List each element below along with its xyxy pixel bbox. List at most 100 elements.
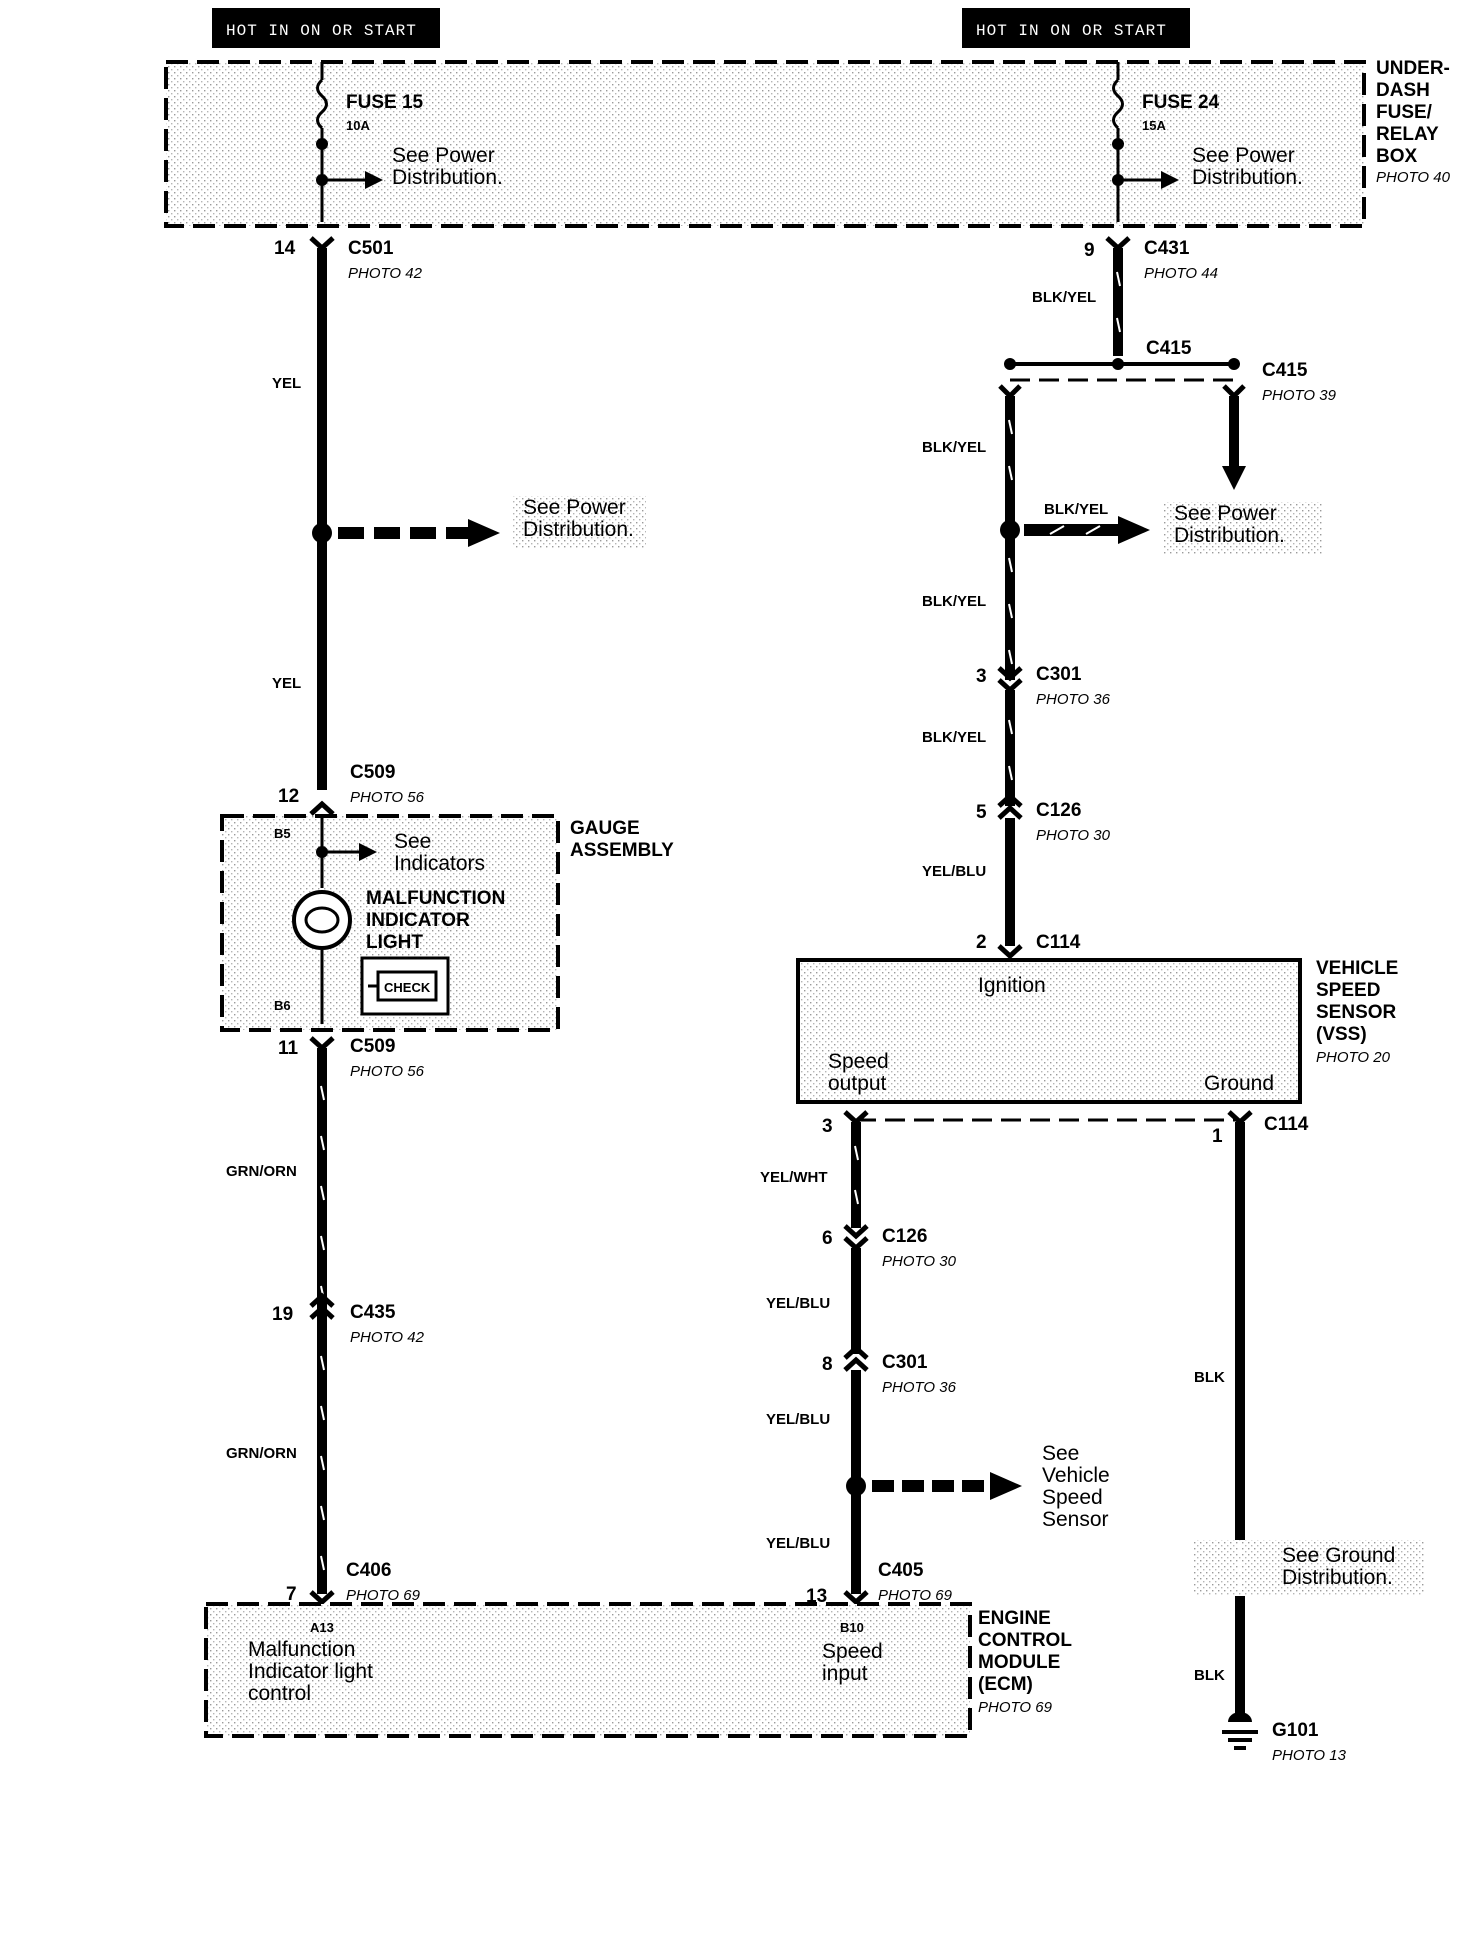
ecm-mil-2: Indicator light (248, 1660, 373, 1683)
right-see-power-2: Distribution. (1174, 524, 1285, 547)
c431-name: C431 (1144, 238, 1190, 259)
vehicle-speed-sensor: Ignition Speed output Ground VEHICLE SPE… (796, 958, 1398, 1104)
wire-yw-label: YEL/WHT (760, 1169, 828, 1186)
right-circuit: 9 C431 PHOTO 44 BLK/YEL C415 C415 PHOTO … (922, 236, 1337, 960)
right-circuit-lower: 3 1 C114 YEL/WHT 6 C126 PHOTO 30 YEL/BLU… (760, 1110, 1424, 1764)
c415-conn-photo: PHOTO 39 (1262, 387, 1337, 404)
ecm-title-1: ENGINE (978, 1608, 1051, 1629)
left-circuit-lower: 11 C509 PHOTO 56 GRN/ORN 19 C435 PHOTO 4… (226, 1036, 425, 1606)
fuse-box-title-1: UNDER- (1376, 58, 1450, 79)
fuse-15-name: FUSE 15 (346, 92, 424, 113)
c501-pin: 14 (274, 238, 296, 259)
see-vss-3: Speed (1042, 1486, 1103, 1509)
fuse-box-title-3: FUSE/ (1376, 102, 1433, 123)
wire-by-1-label: BLK/YEL (922, 439, 986, 456)
hot-tag-left-text: HOT IN ON OR START (226, 22, 417, 40)
c509-top-pin: 12 (278, 786, 299, 807)
ecm-photo: PHOTO 69 (978, 1699, 1053, 1716)
c405-pin: 13 (806, 1586, 827, 1607)
hot-tag-right-text: HOT IN ON OR START (976, 22, 1167, 40)
c431-photo: PHOTO 44 (1144, 265, 1218, 282)
fuse-box-title-4: RELAY (1376, 124, 1439, 145)
ecm-speed-2: input (822, 1662, 868, 1685)
c114-bottom-name: C114 (1264, 1114, 1309, 1135)
c501-photo: PHOTO 42 (348, 265, 423, 282)
wire-yb-3-label: YEL/BLU (766, 1411, 830, 1428)
gauge-title-1: GAUGE (570, 818, 640, 839)
c435-photo: PHOTO 42 (350, 1329, 425, 1346)
g101-name: G101 (1272, 1720, 1319, 1741)
check-engine-label: CHECK (384, 980, 431, 995)
fuse-relay-box: UNDER- DASH FUSE/ RELAY BOX PHOTO 40 (164, 58, 1451, 228)
c415-conn-name: C415 (1262, 360, 1308, 381)
c405-photo: PHOTO 69 (878, 1587, 953, 1604)
fuse-24-see-1: See Power (1192, 144, 1295, 167)
c114-top-name: C114 (1036, 932, 1081, 953)
c301-top-pin: 3 (976, 666, 987, 687)
gauge-pin-b6: B6 (274, 998, 291, 1013)
c406-name: C406 (346, 1560, 391, 1581)
fuse-24-name: FUSE 24 (1142, 92, 1220, 113)
fuse-24: FUSE 24 15A See Power Distribution. (1112, 62, 1303, 222)
check-engine-icon: CHECK (360, 956, 450, 1016)
vss-speed-2: output (828, 1072, 887, 1095)
c509-bottom-photo: PHOTO 56 (350, 1063, 425, 1080)
vss-title-3: SENSOR (1316, 1002, 1397, 1023)
c501-name: C501 (348, 238, 394, 259)
see-ground-2: Distribution. (1282, 1566, 1393, 1589)
gauge-see-1: See (394, 830, 431, 853)
fuse-15: FUSE 15 10A See Power Distribution. (316, 62, 503, 222)
fuse-box-title-2: DASH (1376, 80, 1430, 101)
wire-by-2-label: BLK/YEL (922, 593, 986, 610)
ecm-mil-3: control (248, 1682, 311, 1705)
c406-pin: 7 (286, 1584, 297, 1605)
ecm-pin-b10: B10 (840, 1620, 864, 1635)
vss-photo: PHOTO 20 (1316, 1049, 1391, 1066)
ground-icon (1222, 1712, 1258, 1750)
right-see-power-1: See Power (1174, 502, 1277, 525)
fuse-15-rating: 10A (346, 118, 370, 133)
fuse-box-photo: PHOTO 40 (1376, 169, 1451, 186)
gauge-assembly: GAUGE ASSEMBLY B5 B6 See Indicators MALF… (220, 814, 674, 1032)
fuse-box-title-5: BOX (1376, 146, 1418, 167)
wire-c431-label: BLK/YEL (1032, 289, 1096, 306)
fuse-15-see-2: Distribution. (392, 166, 503, 189)
c509-top-name: C509 (350, 762, 395, 783)
c301-bottom-name: C301 (882, 1352, 928, 1373)
wire-yel-1-label: YEL (272, 375, 301, 392)
c301-top-name: C301 (1036, 664, 1082, 685)
gauge-see-2: Indicators (394, 852, 485, 875)
c126-bottom-name: C126 (882, 1226, 927, 1247)
c415-splice-name: C415 (1146, 338, 1192, 359)
c301-bottom-photo: PHOTO 36 (882, 1379, 957, 1396)
wire-yb-4-label: YEL/BLU (766, 1535, 830, 1552)
vss-speed-1: Speed (828, 1050, 889, 1073)
c435-name: C435 (350, 1302, 396, 1323)
c435-pin: 19 (272, 1304, 293, 1325)
c114-top-pin: 2 (976, 932, 987, 953)
ecm-title-2: CONTROL (978, 1630, 1072, 1651)
mil-title-3: LIGHT (366, 932, 423, 953)
wire-by-3-label: BLK/YEL (922, 729, 986, 746)
wire-blk-2-label: BLK (1194, 1667, 1225, 1684)
see-vss-1: See (1042, 1442, 1079, 1465)
fuse-24-rating: 15A (1142, 118, 1166, 133)
c405-name: C405 (878, 1560, 924, 1581)
c114-bottom-pin-right: 1 (1212, 1126, 1223, 1147)
wire-by-branch-label: BLK/YEL (1044, 501, 1108, 518)
vss-ground: Ground (1204, 1072, 1274, 1095)
c406-photo: PHOTO 69 (346, 1587, 421, 1604)
mil-title-1: MALFUNCTION (366, 888, 505, 909)
see-ground-1: See Ground (1282, 1544, 1395, 1567)
ecm-pin-a13: A13 (310, 1620, 334, 1635)
c126-top-name: C126 (1036, 800, 1081, 821)
vss-title-4: (VSS) (1316, 1024, 1367, 1045)
gauge-pin-b5: B5 (274, 826, 291, 841)
vss-ignition: Ignition (978, 974, 1046, 997)
left-see-power-2: Distribution. (523, 518, 634, 541)
see-vss-4: Sensor (1042, 1508, 1109, 1531)
ecm-title-3: MODULE (978, 1652, 1060, 1673)
hot-tag-right: HOT IN ON OR START (962, 8, 1190, 48)
fuse-15-see-1: See Power (392, 144, 495, 167)
